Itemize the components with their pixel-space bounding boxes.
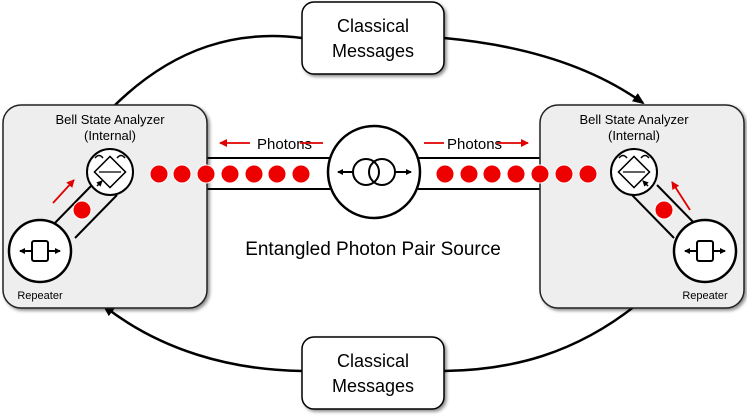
photon-left-diagonal bbox=[72, 200, 92, 220]
classical-arc-bottom-right bbox=[443, 301, 641, 373]
bell-state-analyzer-icon bbox=[86, 148, 134, 196]
photon-stream-left bbox=[149, 164, 311, 184]
photon bbox=[149, 164, 169, 184]
photon bbox=[554, 164, 574, 184]
repeater-icon bbox=[7, 218, 73, 284]
photon bbox=[244, 164, 264, 184]
left-node-subtitle: (Internal) bbox=[84, 128, 136, 143]
classical-arc-top-right bbox=[443, 36, 645, 105]
left-repeater-label: Repeater bbox=[17, 290, 63, 302]
left-node-red-arrow bbox=[52, 179, 75, 204]
photon bbox=[196, 164, 216, 184]
photon-right-diagonal bbox=[654, 200, 674, 220]
entangled-pair-source-icon bbox=[326, 124, 422, 220]
classical-messages-bottom-line1: Classical bbox=[337, 351, 409, 371]
classical-messages-top-line2: Messages bbox=[332, 41, 414, 61]
photon bbox=[267, 164, 287, 184]
photon bbox=[530, 164, 550, 184]
classical-arc-bottom-left bbox=[102, 304, 303, 373]
classical-messages-bottom-line2: Messages bbox=[332, 376, 414, 396]
photon bbox=[482, 164, 502, 184]
photons-left-label: Photons bbox=[257, 136, 312, 153]
photon bbox=[172, 164, 192, 184]
right-node-title: Bell State Analyzer bbox=[579, 112, 689, 127]
right-diagonal-channel bbox=[631, 184, 700, 239]
source-label: Entangled Photon Pair Source bbox=[245, 239, 501, 260]
photons-right: Photons bbox=[424, 136, 529, 153]
bell-state-analyzer-icon bbox=[610, 148, 658, 196]
photon bbox=[291, 164, 311, 184]
photon-stream-right bbox=[435, 164, 598, 184]
photon bbox=[220, 164, 240, 184]
photon bbox=[459, 164, 479, 184]
repeater-icon bbox=[672, 218, 738, 284]
photon bbox=[435, 164, 455, 184]
right-node-subtitle: (Internal) bbox=[608, 128, 660, 143]
photon bbox=[506, 164, 526, 184]
classical-messages-top-line1: Classical bbox=[337, 16, 409, 36]
photon bbox=[578, 164, 598, 184]
left-node-title: Bell State Analyzer bbox=[55, 112, 165, 127]
photons-left: Photons bbox=[219, 136, 323, 153]
left-diagonal-channel bbox=[49, 184, 118, 239]
classical-messages-bottom: Classical Messages bbox=[301, 336, 445, 410]
classical-messages-top: Classical Messages bbox=[301, 1, 445, 75]
right-repeater-label: Repeater bbox=[682, 290, 728, 302]
right-node-red-arrow bbox=[671, 181, 691, 211]
photons-right-label: Photons bbox=[447, 136, 502, 153]
classical-arc-top bbox=[111, 34, 303, 109]
